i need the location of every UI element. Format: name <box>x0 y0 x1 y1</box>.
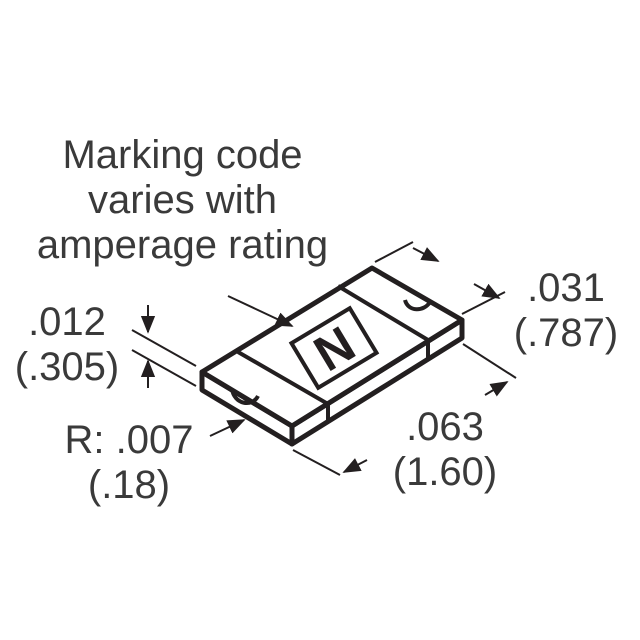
left-notch <box>230 388 260 406</box>
width-inch: .031 <box>527 266 605 310</box>
thickness-mm: (.305) <box>14 345 120 389</box>
length-mm: (1.60) <box>392 450 498 494</box>
marking-note-line3: amperage rating <box>36 223 329 267</box>
length-dimension: .063 (1.60) <box>378 405 512 495</box>
chip-top-face <box>199 265 465 429</box>
width-dimension: .031 (.787) <box>500 266 632 356</box>
length-ext-right <box>462 343 517 379</box>
thickness-dimension: .012 (.305) <box>4 300 130 390</box>
length-arrow-left <box>342 458 368 473</box>
right-notch <box>403 299 432 312</box>
marking-box <box>288 305 380 391</box>
width-arrow-left <box>412 247 440 262</box>
left-terminal-edge <box>236 350 330 422</box>
length-ext-left <box>292 449 341 476</box>
width-ext-left <box>374 241 414 263</box>
thickness-inch: .012 <box>28 300 106 344</box>
right-terminal-edge <box>336 284 430 358</box>
marking-note: Marking code varies with amperage rating <box>10 133 355 268</box>
marking-note-line1: Marking code <box>62 133 303 177</box>
length-inch: .063 <box>406 405 484 449</box>
width-ext-right <box>461 291 506 315</box>
thickness-ext-top <box>131 329 197 367</box>
radius-dimension: R: .007 (.18) <box>48 418 210 508</box>
width-arrow-right <box>473 283 501 299</box>
length-arrow-right <box>484 381 509 397</box>
marking-note-line2: varies with <box>88 178 277 222</box>
thickness-ext-bottom <box>131 349 197 387</box>
radius-mm: (.18) <box>87 463 171 507</box>
width-mm: (.787) <box>513 311 619 355</box>
radius-leader <box>209 419 246 437</box>
marking-leader <box>227 295 294 327</box>
radius-inch: R: .007 <box>64 418 194 462</box>
